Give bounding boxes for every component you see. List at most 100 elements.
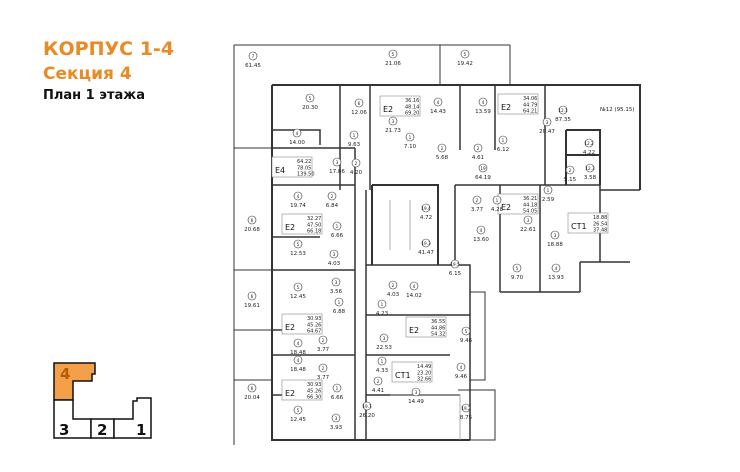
room-label[interactable]: 19.63 xyxy=(348,130,361,148)
room-label[interactable]: 12.24.22 xyxy=(583,138,595,156)
room-label[interactable]: 317.86 xyxy=(329,157,345,175)
room-number: 5 xyxy=(309,96,312,101)
room-label[interactable]: 414.43 xyxy=(430,97,446,115)
room-label[interactable]: 59.46 xyxy=(460,326,473,344)
room-label[interactable]: 14.28 xyxy=(491,195,504,213)
apartment-area-total: 44.18 xyxy=(523,202,537,208)
room-number: 6 xyxy=(251,294,254,299)
room-label[interactable]: 14.33 xyxy=(376,356,389,374)
room-label[interactable]: 612.06 xyxy=(351,98,367,116)
room-label[interactable]: 12.59 xyxy=(542,185,555,203)
room-label[interactable]: 12.33.58 xyxy=(584,163,597,181)
section-3-label: 3 xyxy=(59,421,69,439)
room-number: 2 xyxy=(477,146,480,151)
room-label[interactable]: 414.00 xyxy=(289,128,305,146)
room-number-circle xyxy=(331,277,341,287)
room-label[interactable]: 512.45 xyxy=(290,282,306,300)
room-label[interactable]: 26.84 xyxy=(326,191,339,209)
room-number-circle xyxy=(327,191,337,201)
room-label[interactable]: 619.61 xyxy=(244,291,260,309)
room-label[interactable]: 620.68 xyxy=(244,215,260,233)
room-label[interactable]: 620.04 xyxy=(244,383,260,401)
section-1-shape[interactable] xyxy=(113,397,152,439)
room-label[interactable]: 19.341.47 xyxy=(418,238,434,256)
room-label[interactable]: 24.41 xyxy=(372,376,384,394)
room-label[interactable]: 322.53 xyxy=(376,333,392,351)
room-number-circle xyxy=(388,49,398,59)
room-label[interactable]: 413.93 xyxy=(548,263,564,281)
room-label[interactable]: 23.77 xyxy=(471,195,484,213)
room-label[interactable]: 19.28.75 xyxy=(460,403,473,421)
room-number: 2 xyxy=(377,379,380,384)
room-label[interactable]: 413.60 xyxy=(473,225,489,243)
room-number: 5 xyxy=(297,285,300,290)
room-label[interactable]: 16.66 xyxy=(331,221,344,239)
room-label[interactable]: 24.61 xyxy=(472,143,484,161)
apartment-area-with-terrace: 64.67 xyxy=(307,329,321,335)
apartment-box xyxy=(567,212,609,234)
apartment-area-living: 14.49 xyxy=(417,364,431,370)
apartment-type: СТ1 xyxy=(395,371,411,380)
room-label[interactable]: 33.93 xyxy=(330,413,343,431)
room-label[interactable]: 14.23 xyxy=(376,299,389,317)
apartment-box xyxy=(281,379,323,401)
room-label[interactable]: 33.56 xyxy=(330,277,343,295)
room-label[interactable]: 322.61 xyxy=(520,215,536,233)
room-number-circle xyxy=(461,403,471,413)
room-label[interactable]: 521.06 xyxy=(385,49,401,67)
room-label[interactable]: 418.48 xyxy=(290,338,306,356)
room-label[interactable]: 16.88 xyxy=(333,297,346,315)
room-label[interactable]: 318.88 xyxy=(547,230,563,248)
room-label[interactable]: 34.03 xyxy=(328,249,341,267)
room-label[interactable]: 59.70 xyxy=(511,263,524,281)
room-label[interactable]: 413.59 xyxy=(475,97,491,115)
room-label[interactable]: 25.15 xyxy=(564,165,577,183)
room-label[interactable]: 512.45 xyxy=(290,405,306,423)
room-label[interactable]: 16.12 xyxy=(497,135,509,153)
room-label[interactable]: 314.49 xyxy=(408,387,424,405)
room-number-circle xyxy=(293,282,303,292)
room-label[interactable]: 24.03 xyxy=(387,280,400,298)
room-label[interactable]: 24.20 xyxy=(350,158,363,176)
room-label[interactable]: 19.44.72 xyxy=(420,203,432,221)
room-label[interactable]: 49.46 xyxy=(455,362,468,380)
room-label[interactable]: 23.77 xyxy=(317,363,330,381)
room-area: 4.03 xyxy=(328,261,341,267)
room-label[interactable]: 414.02 xyxy=(406,281,422,299)
room-number-circle xyxy=(247,215,257,225)
room-label[interactable]: 17.10 xyxy=(404,132,417,150)
room-label[interactable]: 418.48 xyxy=(290,355,306,373)
room-label[interactable]: 419.74 xyxy=(290,191,306,209)
room-label[interactable]: 19.56.15 xyxy=(449,259,462,277)
room-label[interactable]: 519.42 xyxy=(457,49,473,67)
room-area: 87.35 xyxy=(555,117,571,123)
room-label[interactable]: 321.73 xyxy=(385,116,401,134)
room-area: 20.30 xyxy=(302,105,318,111)
room-number-circle xyxy=(292,128,302,138)
room-label[interactable]: 16.66 xyxy=(331,383,344,401)
room-area: 3.93 xyxy=(330,425,343,431)
room-label[interactable]: 520.30 xyxy=(302,93,318,111)
room-label[interactable]: 320.47 xyxy=(539,117,555,135)
room-label[interactable]: 19.126.20 xyxy=(359,401,375,419)
room-area: 26.20 xyxy=(359,413,375,419)
room-label[interactable]: 12.187.35 xyxy=(555,105,571,123)
room-label[interactable]: 512.53 xyxy=(290,239,306,257)
room-area: 12.53 xyxy=(290,251,306,257)
room-number: 4 xyxy=(460,365,463,370)
room-label[interactable]: 761.45 xyxy=(245,51,261,69)
room-label[interactable]: 23.77 xyxy=(317,335,330,353)
room-area: 21.73 xyxy=(385,128,401,134)
room-label[interactable]: 25.68 xyxy=(436,143,449,161)
